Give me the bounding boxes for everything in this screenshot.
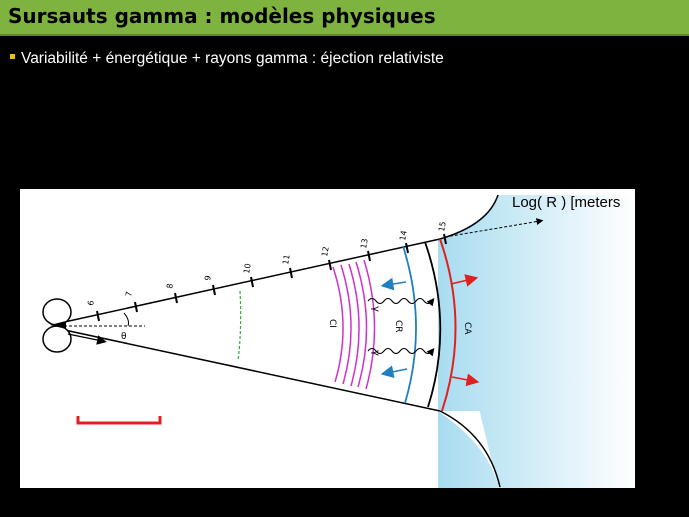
tick-label-15: 15 — [437, 221, 448, 233]
slide-title-bar: Sursauts gamma : modèles physiques — [0, 0, 689, 36]
gamma-label-upper: γ — [370, 306, 381, 312]
tick-11 — [289, 267, 293, 279]
theta-arc — [123, 312, 129, 327]
tick-15 — [443, 233, 447, 245]
gamma-wave-lower — [367, 347, 435, 357]
tick-label-8: 8 — [165, 283, 175, 290]
log-r-axis — [444, 218, 544, 238]
tick-label-10: 10 — [242, 263, 253, 275]
central-engine-top-lobe — [42, 298, 72, 326]
ci-shells — [332, 259, 376, 390]
slide-title: Sursauts gamma : modèles physiques — [8, 4, 436, 28]
shell-10-dashed — [237, 290, 242, 362]
tick-label-13: 13 — [359, 238, 370, 250]
flare-lower — [439, 410, 501, 488]
bullet-point: Variabilité + énergétique + rayons gamma… — [10, 50, 444, 68]
cr-shell — [402, 245, 417, 404]
jet-diagram: θ Log( R ) [meters 6 7 8 9 10 11 12 13 — [42, 194, 635, 488]
log-r-label: Log( R ) [meters — [512, 194, 620, 211]
scale-bar — [76, 416, 162, 425]
tick-12 — [328, 259, 332, 271]
ci-shell-2 — [340, 264, 352, 385]
ca-front — [439, 238, 457, 412]
jet-diagram-figure: θ Log( R ) [meters 6 7 8 9 10 11 12 13 — [20, 189, 635, 488]
tick-9 — [212, 284, 216, 296]
central-engine-bottom-lobe — [42, 325, 72, 353]
tick-7 — [134, 301, 138, 313]
ca-label: CA — [462, 322, 472, 335]
tick-6 — [96, 310, 100, 322]
ca-region-mask — [438, 239, 635, 411]
ci-label: CI — [327, 319, 337, 328]
tick-label-12: 12 — [320, 246, 331, 258]
cone-upper-edge — [59, 238, 441, 324]
theta-label: θ — [121, 332, 127, 342]
tick-10 — [250, 276, 254, 288]
shock-shell — [424, 241, 442, 408]
ci-shell-4 — [355, 261, 368, 388]
tick-14 — [405, 242, 409, 254]
gamma-wave-upper — [367, 297, 435, 307]
cr-label: CR — [393, 320, 403, 333]
bullet-text: Variabilité + énergétique + rayons gamma… — [21, 50, 444, 67]
cone-lower-edge — [59, 328, 441, 412]
ca-arrow-upper — [450, 274, 479, 287]
bullet-square-icon — [10, 54, 15, 60]
central-engine-core — [50, 321, 66, 329]
ca-arrow-lower — [451, 373, 480, 387]
tick-13 — [367, 250, 371, 262]
tick-label-9: 9 — [203, 275, 213, 282]
tick-marks — [96, 233, 447, 322]
ci-shell-1 — [332, 266, 344, 383]
flare-upper — [439, 194, 499, 240]
tick-label-7: 7 — [124, 291, 134, 298]
ci-shell-3 — [348, 263, 360, 387]
tick-label-6: 6 — [86, 300, 96, 307]
gamma-label-lower: γ — [370, 350, 381, 356]
cr-arrow-upper — [380, 277, 407, 291]
tick-8 — [174, 292, 178, 304]
cr-arrow-lower — [380, 365, 408, 379]
ci-shell-5 — [363, 259, 376, 390]
tick-label-11: 11 — [281, 254, 292, 266]
tick-label-14: 14 — [398, 230, 409, 242]
flow-arrow — [67, 333, 107, 345]
